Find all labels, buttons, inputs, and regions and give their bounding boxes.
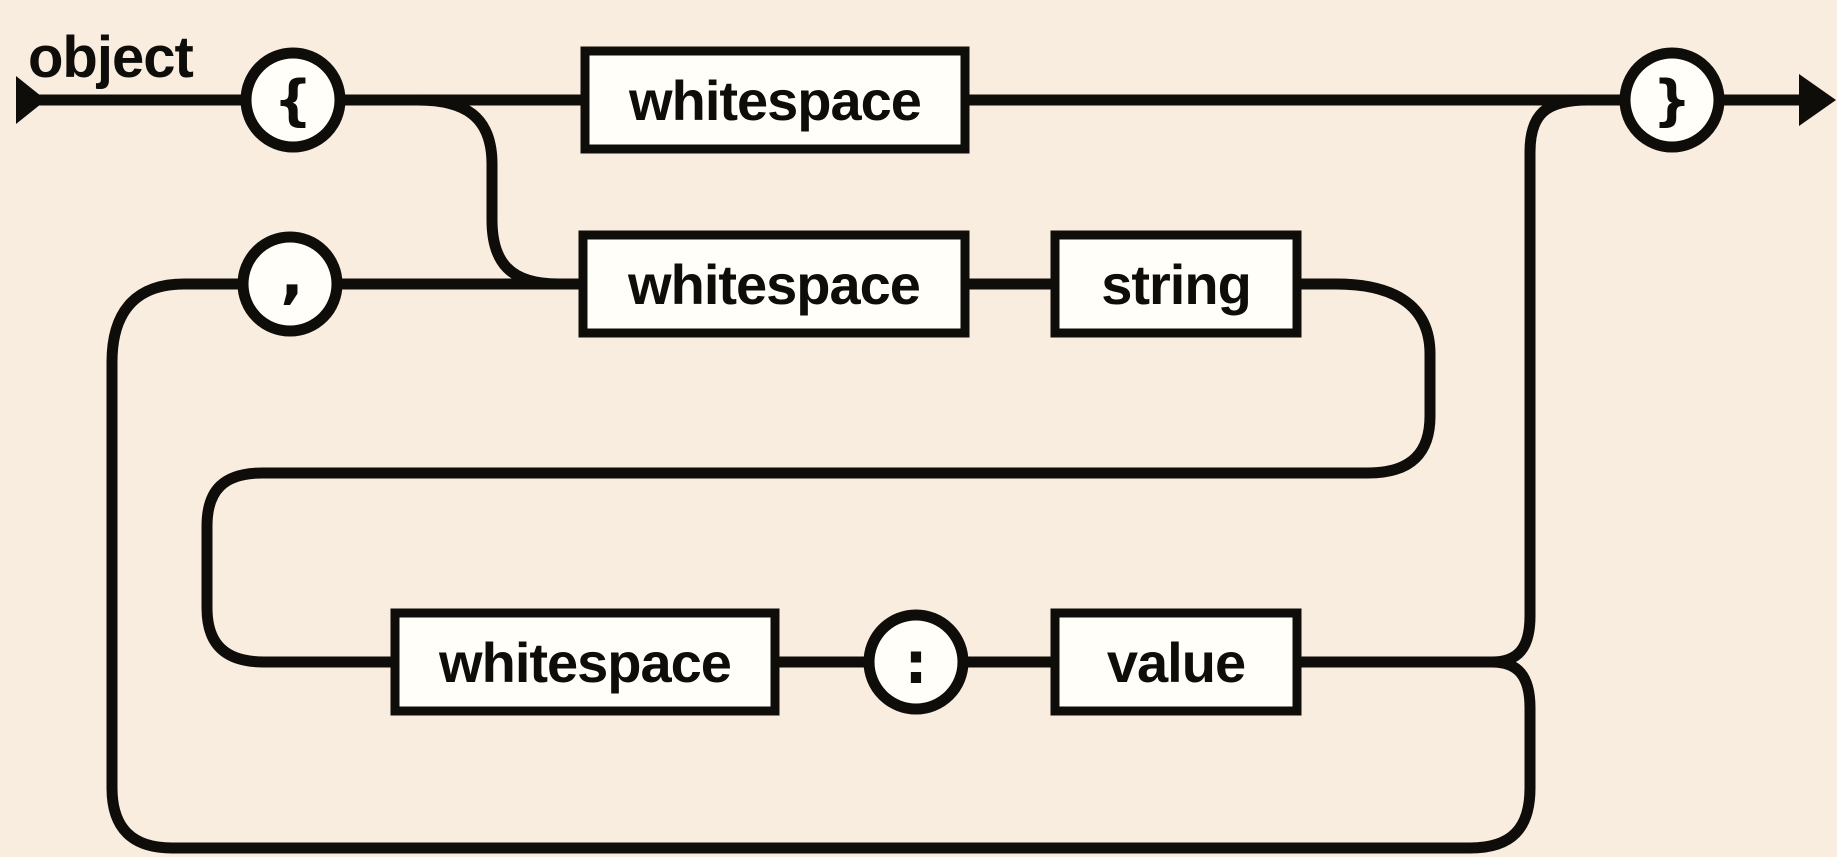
node-value-label: value <box>1107 631 1245 694</box>
node-string: string <box>1050 230 1302 338</box>
node-whitespace-top: whitespace <box>580 46 970 154</box>
terminal-comma: , <box>237 231 343 337</box>
rail-lines <box>22 94 1802 854</box>
rail-branch-open-to-row2 <box>417 94 559 290</box>
node-whitespace-mid-label: whitespace <box>627 253 920 316</box>
terminal-open-brace: { <box>240 47 346 153</box>
terminal-comma-label: , <box>280 238 304 311</box>
terminal-colon-label: : <box>904 629 927 697</box>
terminal-colon: : <box>863 609 969 715</box>
terminal-open-brace-label: { <box>274 69 312 132</box>
start-arrow-icon <box>16 76 46 124</box>
node-whitespace-mid-box <box>578 230 970 338</box>
rail-repeat-loop <box>106 278 1536 854</box>
node-whitespace-bottom-box <box>390 608 780 716</box>
terminal-colon-circle <box>863 609 969 715</box>
node-whitespace-mid: whitespace <box>578 230 970 338</box>
rail-string-to-row3 <box>201 278 1436 668</box>
rail-merge-up-to-close <box>1491 94 1589 668</box>
diagram-title: object <box>28 25 193 90</box>
terminal-open-brace-circle <box>240 47 346 153</box>
node-whitespace-bottom-label: whitespace <box>438 631 731 694</box>
end-arrow-icon <box>1799 74 1836 126</box>
node-whitespace-bottom: whitespace <box>390 608 780 716</box>
node-value: value <box>1050 608 1302 716</box>
terminal-close-brace-label: } <box>1653 69 1691 132</box>
node-string-label: string <box>1101 253 1251 316</box>
node-string-box <box>1050 230 1302 338</box>
node-value-box <box>1050 608 1302 716</box>
terminal-comma-circle <box>237 231 343 337</box>
terminal-close-brace: } <box>1619 47 1725 153</box>
node-whitespace-top-label: whitespace <box>628 69 921 132</box>
node-whitespace-top-box <box>580 46 970 154</box>
terminal-close-brace-circle <box>1619 47 1725 153</box>
